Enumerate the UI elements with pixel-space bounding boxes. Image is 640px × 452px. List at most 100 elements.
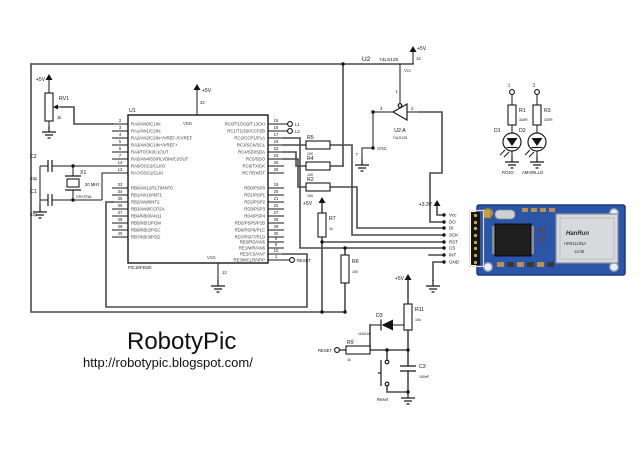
pin-label: RB3/AN9/CCP2A [131,207,165,212]
x1-value: 20 MHz [85,182,99,187]
pin-number: 27 [274,210,279,215]
module-wire-dot [442,213,446,217]
r1-value: 330R [519,118,528,122]
module-wire-dots [442,213,446,264]
module-header-pads [473,213,478,265]
module-crystal [494,209,516,220]
pin-number: 25 [274,160,279,165]
d1-ground-icon [504,155,520,169]
pin-label: RE0/RD/AN5 [240,240,266,245]
u1-terminals: L1 L2 RESET [284,121,311,263]
branding: RobotyPic http://robotypic.blogspot.com/ [83,328,253,370]
r7-body [317,212,327,238]
led2-net-label: L2 [532,83,536,87]
d1-led-icon [499,132,522,158]
pin-label: RB4/KBI0/AN11 [131,214,162,219]
u2-ref: U2 [362,56,371,63]
reset-in-label: RESET [318,348,332,353]
pin-number: 8 [275,236,278,241]
pin-label: RD4/PSP4 [244,214,265,219]
rj45-face [559,217,615,260]
r6-body [340,254,350,284]
crystal-oscillator-block: C2 33p C1 33p X1 20 MHz CRYSTAL [30,154,112,219]
x1-ref: X1 [80,170,86,176]
x1-crystal [66,178,80,188]
pin-label: RB0/AN12/FLT0/INT0 [131,186,173,191]
module-capacitor [483,208,492,219]
reset-circuit: +5V R11 10k D3 1N4148 RESET R9 1k Reset … [318,274,430,405]
ic-pins [492,226,495,254]
u1-vss-label: VSS [207,255,216,260]
u1-vss-pin: 12 [222,270,227,275]
pin-label: RD6/PSP6/P1C [235,228,265,233]
vdd-power-label: +5V [202,88,212,94]
terminal-l2-label: L2 [295,129,300,134]
brand-name: RobotyPic [127,328,236,355]
terminal-reset-in [334,347,340,353]
d2-ref: D2 [519,128,526,134]
module-wire-dot [442,233,446,237]
r11-power-arrow-icon [404,274,412,280]
pin-label: RA1/AN1/C2IN- [131,129,162,134]
header-pad-icon [473,233,478,238]
module-pin-label: RST [449,240,458,245]
module-hole-icon [483,262,493,272]
module-wire-dot [442,246,446,250]
smd-part [522,208,528,212]
pin-label: RD2/PSP2 [244,200,265,205]
u1-microcontroller: U1 PIC18F4520 VDD 32 VSS 12 +5V 2RA0/AN0… [112,84,284,293]
terminal-l1-label: L1 [295,122,300,127]
d3-value: 1N4148 [358,332,371,336]
c2-capacitor [47,160,53,172]
pin-header [471,212,480,265]
terminal-l2 [287,128,293,134]
x1-note: CRYSTAL [76,195,92,199]
r11-value: 10k [415,318,421,322]
d3-diode-icon [370,319,404,331]
u2-gate-triangle [391,102,408,122]
pin-number: 9 [275,242,278,247]
brand-url: http://robotypic.blogspot.com/ [83,355,253,370]
pin-label: RA6/OSC2/CLKO [131,164,166,169]
r11-ref: R11 [415,307,424,313]
v33-power: +3.3V [419,200,441,208]
module-pin-label: GND [449,260,460,265]
pin-number: 7 [119,153,122,158]
module-ground-icon [425,279,441,293]
pin-label: RB1/AN10/INT1 [131,193,162,198]
u2-gnd-pin: 7 [356,152,359,157]
d1-color-label: ROJO [502,170,514,175]
u2-buffer: U2 74LS125 +5V 14 Vcc 1 3 2 U2:A 74LS125… [354,46,427,172]
pin-number: 10 [274,248,279,253]
rv1-potentiometer: +5V RV1 1k [36,74,69,139]
module-pin-label: Vcc [449,213,457,218]
header-silk [468,209,485,268]
pin-number: 16 [274,125,279,130]
vdd-power-arrow-icon [193,84,201,90]
u2-enable-bubble-icon [397,103,403,108]
r5-body [305,140,331,150]
u1-body [127,114,269,264]
smd-part [527,262,534,267]
u2-gnd-label: GND [377,146,387,151]
r7-ref: R7 [329,216,336,222]
c2-ref: C2 [30,154,37,160]
pin-number: 24 [274,153,279,158]
pin-label: RE3/MCLR/VPP [233,258,265,263]
d2-led-icon [524,132,547,158]
smd-part [538,228,546,233]
c1-value: 33p [30,212,38,217]
pin-label: RD0/PSP0 [244,186,265,191]
u2-in-pin: 2 [411,106,414,111]
r11-body [403,303,413,331]
terminal-led1 [509,89,515,95]
u2-en-pin: 1 [396,89,399,94]
rv1-value: 1k [57,115,62,120]
header-pad-icon [473,240,478,245]
smd-part [507,262,514,267]
r2-ref: R2 [307,177,314,183]
smd-part [540,208,546,212]
pin-label: RC5/SDO [246,157,266,162]
